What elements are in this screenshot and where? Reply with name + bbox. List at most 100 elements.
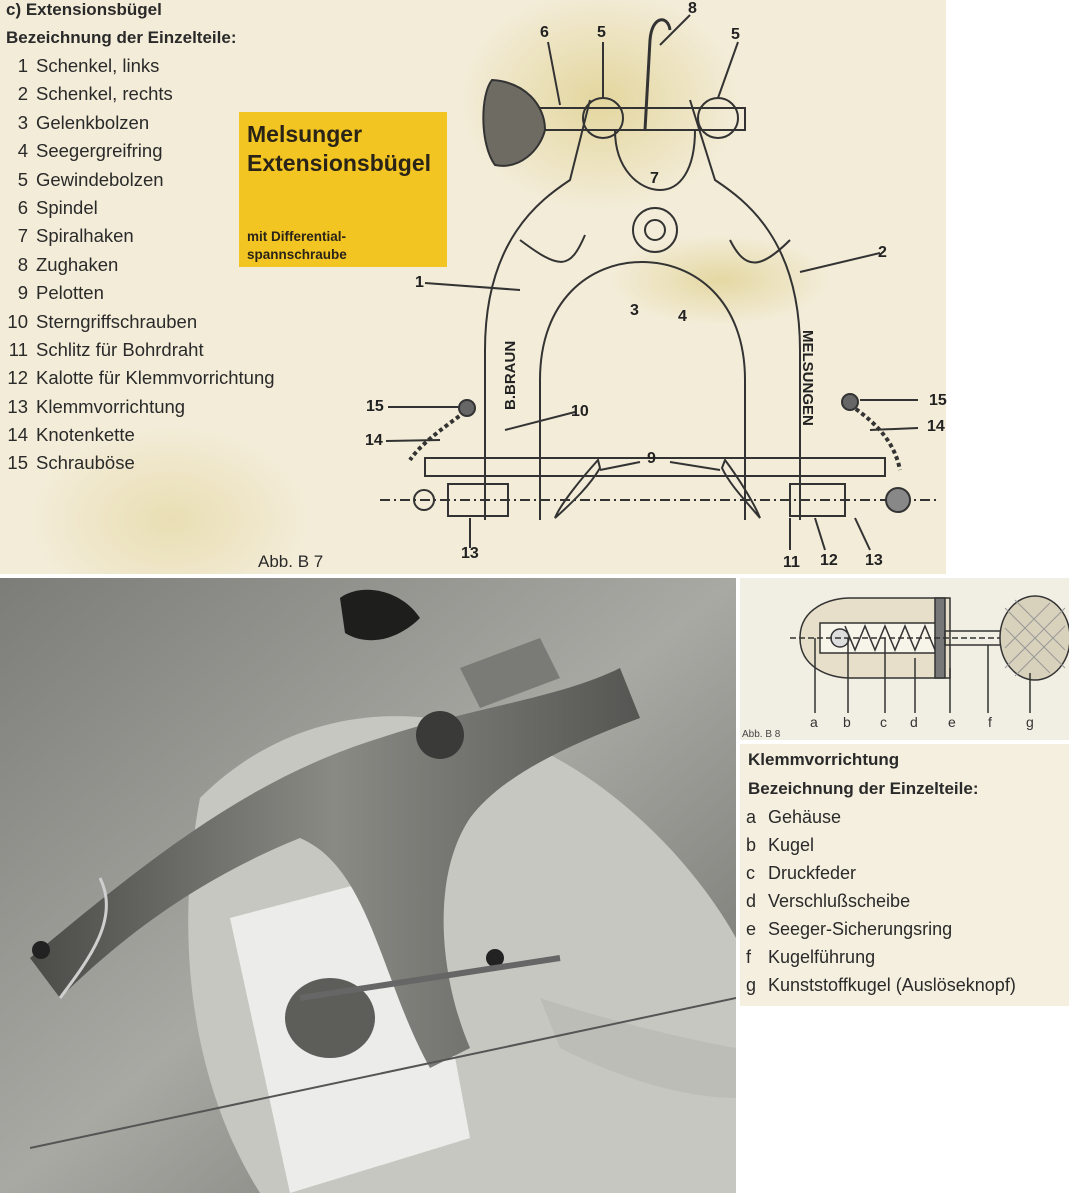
callout-14-left: 14 (365, 432, 383, 449)
klemm-part-letter: c (746, 863, 755, 883)
part-name: Zughaken (36, 253, 119, 275)
product-subtitle-line2: spannschraube (247, 247, 347, 262)
klemm-part-letter: e (746, 919, 757, 939)
part-number: 2 (17, 83, 28, 105)
part-item: 11 Schlitz für Bohrdraht (0, 336, 275, 364)
clinical-photo-image (0, 578, 736, 1193)
figure-b7-caption: Abb. B 7 (258, 552, 324, 571)
figure-b8-caption: Abb. B 8 (742, 729, 781, 740)
letter-f: f (988, 714, 992, 730)
part-item: 3 Gelenkbolzen (0, 109, 275, 137)
part-name: Klemmvorrichtung (36, 395, 186, 417)
brand-right-text: MELSUNGEN (799, 330, 816, 426)
letter-g: g (1026, 714, 1034, 730)
callout-2: 2 (878, 244, 887, 261)
part-number: 6 (17, 196, 28, 218)
part-item: 12 Kalotte für Klemmvorrichtung (0, 364, 275, 392)
part-number: 15 (7, 452, 28, 474)
klemm-panel (740, 744, 1069, 1006)
callout-1: 1 (415, 274, 424, 291)
klemm-part-letter: a (746, 807, 757, 827)
part-item: 5 Gewindebolzen (0, 166, 275, 194)
part-name: Gewindebolzen (36, 168, 164, 190)
product-title-line2: Extensionsbügel (247, 150, 432, 176)
part-item: 4 Seegergreifring (0, 137, 275, 165)
klemm-part-name: Verschlußscheibe (768, 891, 911, 911)
letter-e: e (948, 714, 956, 730)
product-title-line1: Melsunger (247, 121, 363, 147)
klemm-part-name: Kunststoffkugel (Auslöseknopf) (768, 975, 1016, 995)
part-number: 3 (17, 111, 28, 133)
section-heading: c) Extensionsbügel (6, 0, 162, 19)
klemm-part-letter: f (746, 947, 752, 967)
brand-left-text: B.BRAUN (502, 341, 519, 410)
part-item: 8 Zughaken (0, 251, 275, 279)
product-subtitle-line1: mit Differential- (247, 229, 347, 244)
klemm-part-letter: g (746, 975, 757, 995)
callout-14-right: 14 (927, 418, 945, 435)
part-item: 7 Spiralhaken (0, 222, 275, 250)
part-item: 1 Schenkel, links (0, 52, 275, 80)
callout-5-right: 5 (731, 26, 740, 43)
klemm-part-item: g Kunststoffkugel (Auslöseknopf) (746, 971, 1016, 999)
part-number: 9 (17, 282, 28, 304)
part-name: Knotenkette (36, 424, 135, 446)
part-name: Spindel (36, 196, 98, 218)
part-number: 5 (17, 168, 28, 190)
part-name: Spiralhaken (36, 225, 134, 247)
parts-list: 1 Schenkel, links 2 Schenkel, rechts 3 Gelenk… (0, 52, 275, 478)
callout-13-right: 13 (865, 552, 883, 569)
klemm-part-item: a Gehäuse (746, 803, 1016, 831)
parts-heading: Bezeichnung der Einzelteile: (6, 28, 237, 47)
part-number: 11 (8, 338, 28, 360)
clamp-cross-section-drawing (790, 595, 1069, 713)
callout-13-left: 13 (461, 545, 479, 562)
callout-15-left: 15 (366, 398, 384, 415)
callout-12: 12 (820, 552, 838, 569)
part-name: Schlitz für Bohrdraht (36, 338, 204, 360)
callout-6: 6 (540, 24, 549, 41)
klemm-part-name: Gehäuse (768, 807, 842, 827)
callout-5-left: 5 (597, 24, 606, 41)
part-name: Schenkel, links (36, 55, 160, 76)
part-item: 13 Klemmvorrichtung (0, 393, 275, 421)
letter-d: d (910, 714, 918, 730)
callout-4: 4 (678, 308, 687, 325)
clinical-photo (0, 578, 736, 1193)
product-subtitle: mit Differential- spannschraube (247, 228, 347, 264)
part-name: Schenkel, rechts (36, 83, 173, 105)
part-number: 8 (17, 253, 28, 275)
callout-10: 10 (571, 403, 589, 420)
traction-bow-drawing: B.BRAUN MELSUNGEN (380, 14, 940, 551)
product-title: Melsunger Extensionsbügel (247, 120, 431, 178)
part-number: 10 (7, 310, 28, 332)
part-name: Seegergreifring (36, 140, 163, 162)
part-number: 12 (7, 367, 28, 389)
klemm-part-letter: b (746, 835, 757, 855)
callout-3: 3 (630, 302, 639, 319)
part-item: 6 Spindel (0, 194, 275, 222)
letter-a: a (810, 714, 818, 730)
product-label-box: Melsunger Extensionsbügel mit Differenti… (239, 112, 447, 267)
callout-8: 8 (688, 0, 697, 17)
part-number: 4 (17, 140, 28, 162)
callout-7: 7 (650, 170, 659, 187)
callout-15-right: 15 (929, 392, 947, 409)
callout-11: 11 (783, 554, 800, 571)
part-name: Gelenkbolzen (36, 111, 150, 133)
part-name: Pelotten (36, 282, 104, 304)
part-name: Kalotte für Klemmvorrichtung (36, 367, 275, 389)
letter-c: c (880, 714, 887, 730)
part-number: 13 (7, 395, 28, 417)
klemm-subtitle: Bezeichnung der Einzelteile: (748, 779, 979, 798)
part-number: 1 (17, 55, 28, 76)
part-number: 7 (17, 225, 28, 247)
